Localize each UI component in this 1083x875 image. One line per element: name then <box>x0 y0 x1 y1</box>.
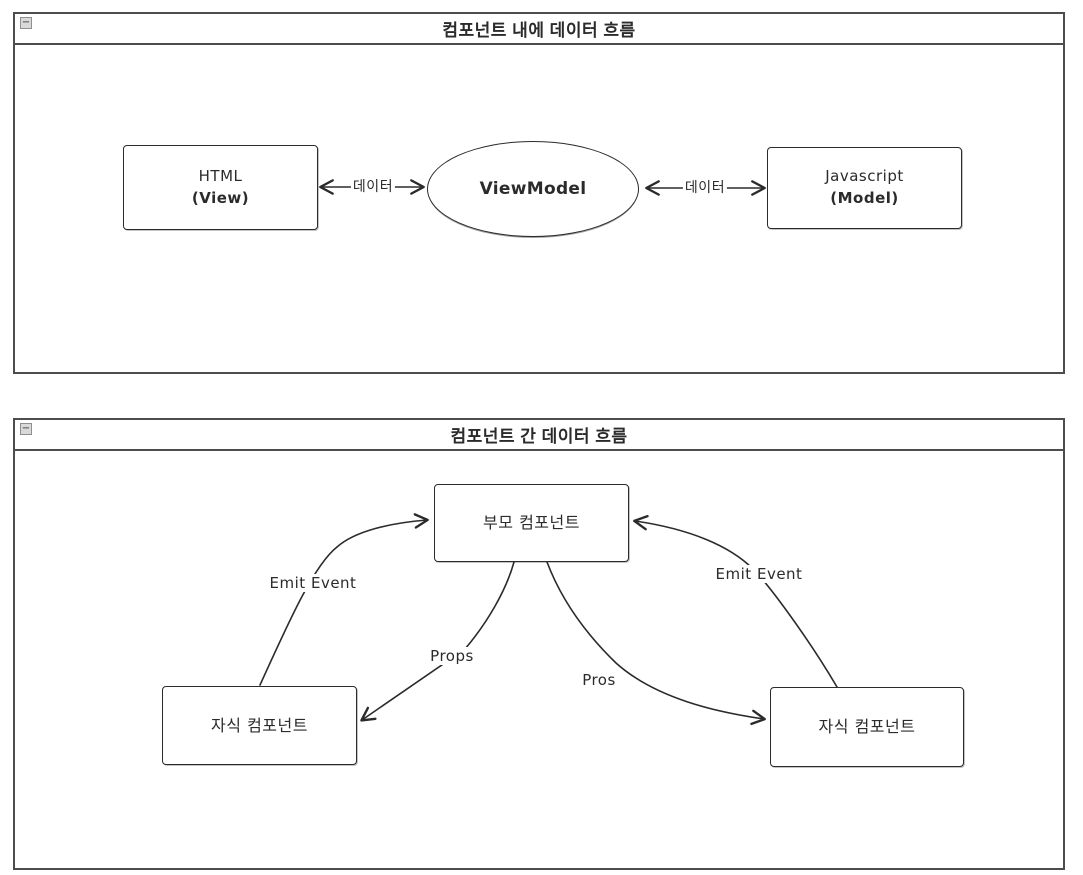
collapse-button[interactable]: − <box>20 423 32 435</box>
titlebar-interaction-flow: − 컴포넌트 간 데이터 흐름 <box>15 420 1063 451</box>
node-parent-component-label: 부모 컴포넌트 <box>483 513 580 533</box>
node-parent-component: 부모 컴포넌트 <box>434 484 629 562</box>
edge-label-emit-event-left: Emit Event <box>265 574 361 592</box>
node-html-view-line2: (View) <box>191 188 250 207</box>
collapse-button[interactable]: − <box>20 17 32 29</box>
node-html-view-line1: HTML <box>198 166 243 185</box>
node-child-component-right-label: 자식 컴포넌트 <box>818 717 916 737</box>
edge-label-props-left: Props <box>426 647 478 665</box>
arrow-emit-event-left <box>259 513 429 686</box>
edge-label-data-right: 데이터 <box>682 177 728 197</box>
arrow-props-right <box>546 561 766 726</box>
arrow-props-left <box>360 561 515 722</box>
node-javascript-model-line1: Javascript <box>825 167 904 186</box>
diagram-area-interaction-flow: 부모 컴포넌트 자식 컴포넌트 자식 컴포넌트 Emit Event Emit … <box>15 451 1063 868</box>
edge-label-data-left: 데이터 <box>350 176 396 196</box>
titlebar-internal-flow: − 컴포넌트 내에 데이터 흐름 <box>15 14 1063 45</box>
arrow-emit-event-right <box>633 514 838 688</box>
panel-title: 컴포넌트 간 데이터 흐름 <box>450 427 628 446</box>
minus-icon: − <box>21 17 31 28</box>
node-javascript-model: Javascript (Model) <box>767 147 962 229</box>
window-component-internal-flow: − 컴포넌트 내에 데이터 흐름 HTML (View) ViewModel <box>13 12 1065 374</box>
node-viewmodel-label: ViewModel <box>479 179 587 199</box>
panel-title: 컴포넌트 내에 데이터 흐름 <box>442 21 636 40</box>
node-child-component-left-label: 자식 컴포넌트 <box>211 715 308 735</box>
window-component-interaction-flow: − 컴포넌트 간 데이터 흐름 부모 컴포넌트 자식 컴포넌트 <box>13 418 1065 870</box>
edge-label-props-right: Pros <box>578 671 620 689</box>
node-child-component-left: 자식 컴포넌트 <box>162 686 357 765</box>
node-child-component-right: 자식 컴포넌트 <box>770 687 964 767</box>
node-html-view: HTML (View) <box>123 145 318 230</box>
diagram-area-internal-flow: HTML (View) ViewModel Javascript (Model)… <box>15 45 1063 372</box>
node-javascript-model-line2: (Model) <box>830 189 899 207</box>
node-viewmodel: ViewModel <box>427 141 639 237</box>
minus-icon: − <box>21 423 31 434</box>
edge-label-emit-event-right: Emit Event <box>711 565 807 583</box>
